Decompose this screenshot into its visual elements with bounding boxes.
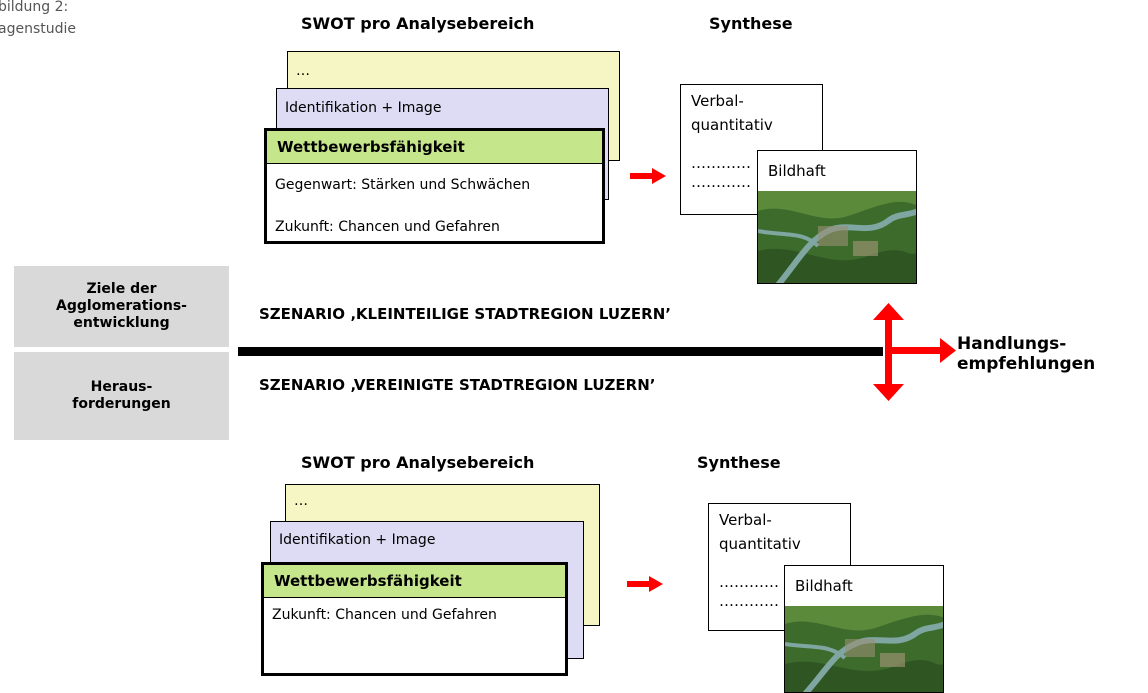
card-main-line-1: Gegenwart: Stärken und Schwächen: [275, 177, 531, 193]
synth-dots-1: …………: [719, 573, 779, 591]
sidebox-ziele: Ziele der Agglomerations- entwicklung: [14, 266, 229, 347]
heading-synthese-bottom: Synthese: [697, 453, 781, 472]
synth-dots-2: …………: [691, 173, 751, 191]
synth-text-1: Verbal-: [719, 511, 772, 529]
card-mid-label: Identifikation + Image: [285, 100, 442, 116]
card-mid-label: Identifikation + Image: [279, 532, 436, 548]
card-back-label: …: [294, 493, 308, 509]
card-main-title: Wettbewerbsfähigkeit: [267, 131, 602, 164]
heading-swot-top: SWOT pro Analysebereich: [301, 14, 535, 33]
card-main-title: Wettbewerbsfähigkeit: [264, 565, 565, 598]
card-back-label: …: [296, 63, 310, 79]
scenario-kleinteilig: SZENARIO ‚KLEINTEILIGE STADTREGION LUZER…: [259, 305, 671, 323]
synthese-bildhaft-box-top: Bildhaft: [757, 150, 917, 284]
caption-line-1: bildung 2:: [0, 0, 69, 15]
figure-caption: bildung 2: agenstudie: [0, 0, 76, 40]
cross-arrow-icon: [868, 302, 958, 402]
handlungsempfehlungen-label: Handlungs- empfehlungen: [957, 334, 1096, 374]
synth-text-2: quantitativ: [719, 535, 801, 553]
caption-line-2: agenstudie: [0, 21, 76, 37]
aerial-photo-image: [785, 606, 943, 692]
bildhaft-label: Bildhaft: [768, 162, 826, 180]
aerial-photo-image: [758, 191, 916, 283]
heading-synthese-top: Synthese: [709, 14, 793, 33]
scenario-vereinigt: SZENARIO ‚VEREINIGTE STADTREGION LUZERN’: [259, 376, 656, 394]
synthese-bildhaft-box-bottom: Bildhaft: [784, 565, 944, 693]
divider-line: [238, 347, 883, 356]
arrow-right-icon: [627, 576, 663, 592]
synth-text-2: quantitativ: [691, 116, 773, 134]
arrow-right-icon: [630, 168, 666, 184]
bildhaft-label: Bildhaft: [795, 577, 853, 595]
swot-card-main-top: Wettbewerbsfähigkeit Gegenwart: Stärken …: [264, 128, 605, 244]
card-main-line-2: Zukunft: Chancen und Gefahren: [275, 219, 500, 235]
synth-dots-1: …………: [691, 154, 751, 172]
sidebox-herausforderungen: Heraus- forderungen: [14, 352, 229, 440]
synth-dots-2: …………: [719, 592, 779, 610]
synth-text-1: Verbal-: [691, 92, 744, 110]
card-main-line-1: Zukunft: Chancen und Gefahren: [272, 607, 497, 623]
swot-card-main-bottom: Wettbewerbsfähigkeit Zukunft: Chancen un…: [261, 562, 568, 676]
heading-swot-bottom: SWOT pro Analysebereich: [301, 453, 535, 472]
